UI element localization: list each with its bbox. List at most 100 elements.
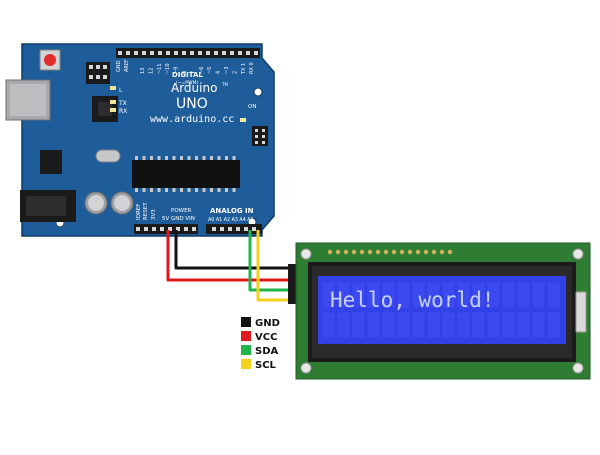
lcd-pad — [359, 249, 365, 255]
digital-pin-label: ~10 — [165, 63, 171, 74]
header-hole — [174, 51, 178, 55]
chip-pin — [172, 156, 176, 160]
digital-header-holes — [118, 51, 258, 55]
lcd-cell — [516, 311, 531, 339]
legend-label-scl: SCL — [255, 360, 277, 371]
header-hole — [206, 51, 210, 55]
header-hole — [184, 227, 188, 231]
header-hole — [244, 227, 248, 231]
lcd-pad — [391, 249, 397, 255]
analog-header — [206, 224, 262, 234]
chip-pin — [217, 156, 221, 160]
chip-pin — [232, 156, 236, 160]
chip-pin — [187, 188, 191, 192]
digital-pin-label: 13 — [140, 68, 146, 74]
digital-pin-label: ~11 — [157, 63, 163, 74]
power-header — [134, 224, 198, 234]
icsp2-pins — [255, 129, 265, 144]
lcd-pad — [399, 249, 405, 255]
lcd-pad — [439, 249, 445, 255]
digital-pin-label: 8 — [182, 71, 188, 74]
chip-pin — [202, 156, 206, 160]
chip-pin — [157, 156, 161, 160]
wire-sda — [248, 230, 294, 292]
chip-pin — [180, 188, 183, 192]
atmega-chip — [132, 160, 240, 188]
lcd-pad — [407, 249, 413, 255]
lcd-cell — [366, 281, 381, 309]
aref-label: AREF — [124, 59, 130, 72]
chip-pin — [232, 188, 236, 192]
digital-pin-label: 7 — [190, 71, 196, 74]
led-l-label: L — [119, 87, 123, 94]
chip-pin — [172, 188, 176, 192]
header-hole — [198, 51, 202, 55]
header-hole — [212, 227, 216, 231]
header-hole — [118, 51, 122, 55]
chip-pin — [210, 156, 213, 160]
digital-pin-label: 2 — [232, 71, 238, 74]
wire-legend: GND VCC SDA SCL — [241, 317, 280, 371]
digital-pin-label: ~3 — [224, 67, 230, 74]
header-hole — [160, 227, 164, 231]
lcd-pad — [431, 249, 437, 255]
lcd-cell — [336, 281, 351, 309]
legend-label-sda: SDA — [255, 346, 279, 357]
lcd-cell — [321, 281, 336, 309]
header-hole — [168, 227, 172, 231]
lcd-mount-hole — [572, 362, 584, 374]
v33-label: 3V3 — [151, 209, 157, 220]
led-l — [110, 86, 116, 90]
lcd-pad — [351, 249, 357, 255]
header-hole — [220, 227, 224, 231]
header-hole — [176, 227, 180, 231]
header-hole — [192, 227, 196, 231]
lcd-cell — [366, 311, 381, 339]
header-hole — [182, 51, 186, 55]
chip-pin — [225, 156, 228, 160]
lcd-cell — [381, 311, 396, 339]
usb-connector-face — [10, 84, 46, 116]
chip-pin — [150, 188, 153, 192]
chip-pin — [195, 188, 198, 192]
capacitor-top — [114, 195, 130, 211]
lcd-cell — [381, 281, 396, 309]
lcd-mount-hole — [300, 362, 312, 374]
dc-power-jack-face — [26, 196, 66, 216]
lcd-cell — [546, 281, 561, 309]
digital-pin-label: 12 — [148, 68, 154, 74]
analog-label: ANALOG IN — [210, 207, 254, 215]
pwm-note: (~=PWM) — [176, 80, 198, 86]
lcd-cell — [426, 311, 441, 339]
header-hole — [214, 51, 218, 55]
board-brand: Arduino — [171, 81, 217, 95]
lcd-cell — [441, 281, 456, 309]
i2c-connector — [288, 264, 298, 304]
header-hole — [190, 51, 194, 55]
lcd-cell — [426, 281, 441, 309]
crystal — [95, 149, 121, 163]
atmega-chip-pins — [135, 156, 236, 192]
header-hole — [142, 51, 146, 55]
lcd-pad — [327, 249, 333, 255]
mount-hole — [253, 87, 263, 97]
led-tx-label: TX — [118, 100, 127, 107]
lcd-cell — [456, 311, 471, 339]
voltage-regulator — [40, 150, 62, 174]
lcd-pad — [415, 249, 421, 255]
lcd-pad — [447, 249, 453, 255]
legend-swatch-vcc — [241, 331, 251, 341]
chip-pin — [165, 156, 168, 160]
lcd-character-grid — [321, 281, 561, 339]
board-trademark: TM — [221, 82, 228, 87]
board-model: UNO — [176, 96, 208, 112]
lcd-side-clip — [575, 291, 587, 333]
reset-button[interactable] — [44, 54, 56, 66]
digital-pin-label: 4 — [216, 71, 222, 74]
power-pins-label: 5V GND VIN — [162, 216, 195, 222]
lcd-cell — [501, 311, 516, 339]
digital-label: DIGITAL — [172, 71, 203, 79]
header-hole — [222, 51, 226, 55]
lcd-cell — [546, 311, 561, 339]
